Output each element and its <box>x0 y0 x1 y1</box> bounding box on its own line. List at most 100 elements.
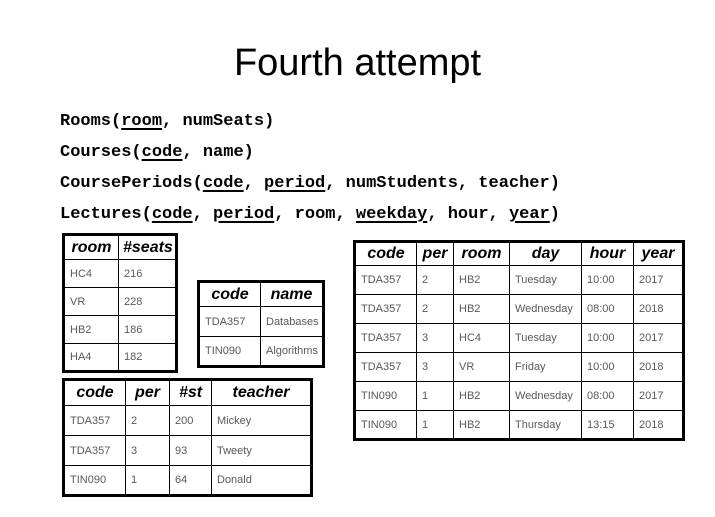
table-cell: 186 <box>118 315 177 344</box>
table-cell: 2017 <box>633 381 684 411</box>
slide-title: Fourth attempt <box>233 42 482 84</box>
key-attribute: year <box>508 205 550 224</box>
table-cell: 1 <box>416 410 454 440</box>
schema-line: Lectures(code, period, room, weekday, ho… <box>60 205 560 224</box>
table-cell: HC4 <box>63 259 119 288</box>
table-cell: 2018 <box>633 294 684 324</box>
table-cell: Thursday <box>509 410 582 440</box>
table-cell: HA4 <box>63 343 119 372</box>
table-cell: 2017 <box>633 323 684 353</box>
column-header: teacher <box>211 379 312 406</box>
table-cell: 3 <box>125 435 170 466</box>
table-cell: TDA357 <box>198 306 261 337</box>
column-header: #st <box>169 379 212 406</box>
table-cell: 182 <box>118 343 177 372</box>
attribute: numStudents <box>345 174 458 193</box>
column-header: year <box>633 241 684 266</box>
relation-name: CoursePeriods <box>60 174 193 193</box>
relation-name: Lectures <box>60 205 142 224</box>
table-cell: TIN090 <box>63 465 126 496</box>
attribute: hour <box>447 205 489 224</box>
table-cell: TDA357 <box>354 352 417 382</box>
table-cell: 93 <box>169 435 212 466</box>
table-cell: 10:00 <box>581 352 634 382</box>
table-cell: 3 <box>416 323 454 353</box>
column-header: day <box>509 241 582 266</box>
table-cell: Tweety <box>211 435 312 466</box>
table-cell: 3 <box>416 352 454 382</box>
column-header: per <box>125 379 170 406</box>
key-attribute: code <box>202 174 244 193</box>
attribute: name <box>202 143 244 162</box>
key-attribute: period <box>264 174 326 193</box>
relation-name: Rooms <box>60 112 112 131</box>
table-cell: Wednesday <box>509 294 582 324</box>
table-cell: TDA357 <box>354 323 417 353</box>
table-cell: VR <box>453 352 510 382</box>
table-cell: 1 <box>125 465 170 496</box>
relation-name: Courses <box>60 143 132 162</box>
table-cell: Donald <box>211 465 312 496</box>
column-header: code <box>354 241 417 266</box>
key-attribute: room <box>121 112 163 131</box>
table-cell: Mickey <box>211 405 312 436</box>
table-cell: 2018 <box>633 410 684 440</box>
table-cell: 228 <box>118 287 177 316</box>
table-cell: TDA357 <box>354 265 417 295</box>
key-attribute: code <box>151 205 193 224</box>
table-cell: 2017 <box>633 265 684 295</box>
column-header: #seats <box>118 234 177 260</box>
key-attribute: period <box>213 205 275 224</box>
schema-line: Rooms(room, numSeats) <box>60 112 275 131</box>
column-header: hour <box>581 241 634 266</box>
table-cell: Wednesday <box>509 381 582 411</box>
schema-line: Courses(code, name) <box>60 143 254 162</box>
table-cell: 200 <box>169 405 212 436</box>
table-cell: TIN090 <box>354 381 417 411</box>
table-cell: 10:00 <box>581 265 634 295</box>
table-cell: 2018 <box>633 352 684 382</box>
table-cell: 2 <box>416 265 454 295</box>
table-cell: Algorithms <box>260 336 324 367</box>
table-cell: HC4 <box>453 323 510 353</box>
table-cell: Databases <box>260 306 324 337</box>
key-attribute: weekday <box>355 205 428 224</box>
table-cell: 08:00 <box>581 381 634 411</box>
column-header: room <box>63 234 119 260</box>
column-header: code <box>198 281 261 307</box>
schema-line: CoursePeriods(code, period, numStudents,… <box>60 174 560 193</box>
table-cell: TIN090 <box>198 336 261 367</box>
table-cell: HB2 <box>453 294 510 324</box>
column-header: per <box>416 241 454 266</box>
table-cell: HB2 <box>453 265 510 295</box>
attribute: teacher <box>478 174 550 193</box>
table-cell: 1 <box>416 381 454 411</box>
table-cell: 13:15 <box>581 410 634 440</box>
column-header: name <box>260 281 324 307</box>
key-attribute: code <box>141 143 183 162</box>
header-row: room#seats <box>63 234 177 260</box>
column-header: room <box>453 241 510 266</box>
